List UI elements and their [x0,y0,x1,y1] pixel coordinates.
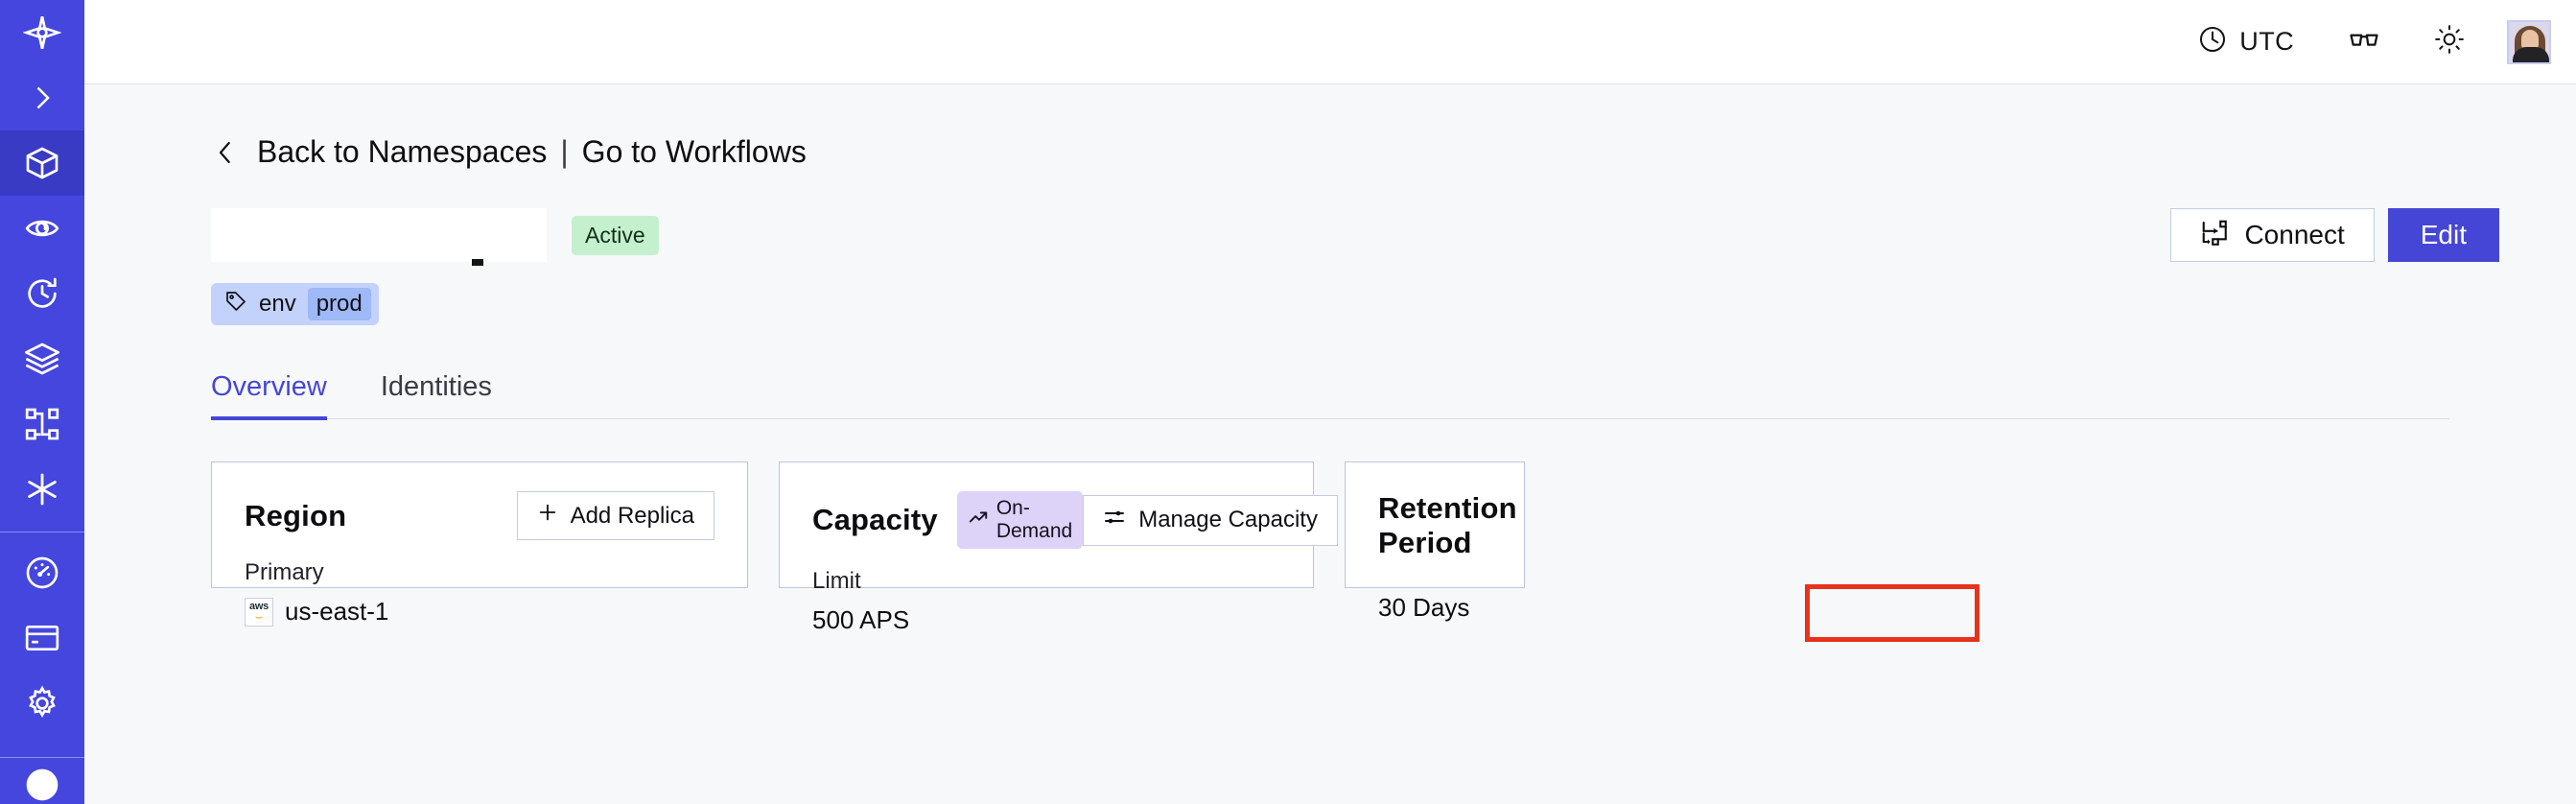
aws-logo-icon: aws ⌣ [245,597,273,627]
trending-up-icon [968,507,989,533]
tab-identities[interactable]: Identities [380,371,492,402]
sidebar-item-temporal-logo[interactable] [0,0,84,65]
aws-swoosh: ⌣ [254,608,264,624]
sidebar [0,0,84,804]
tag-value: prod [307,288,371,320]
card-capacity: Capacity On-Demand [779,461,1338,634]
manage-capacity-button[interactable]: Manage Capacity [1083,494,1338,546]
edit-button-label: Edit [2420,220,2467,249]
sidebar-item-namespaces[interactable] [0,130,84,196]
page-title-row: Active [211,208,2499,266]
aws-logo-text: aws [249,600,269,612]
clock-icon [2197,24,2228,59]
connect-button[interactable]: Connect [2170,208,2375,262]
go-to-workflows-link[interactable]: Go to Workflows [581,134,807,169]
avatar-body [2513,46,2549,62]
manage-capacity-label: Manage Capacity [1138,507,1318,532]
layers-stack-icon [23,340,61,378]
tabs: Overview Identities [211,371,2449,420]
card-region-value: us-east-1 [285,597,389,626]
sun-icon [2434,24,2465,59]
sliders-icon [1103,506,1126,535]
add-replica-button[interactable]: Add Replica [516,491,714,540]
credit-card-billing-icon [23,619,61,657]
sidebar-item-settings[interactable] [0,671,84,736]
temporal-logo-icon [23,13,61,52]
sidebar-item-workflows[interactable] [0,391,84,457]
tag-key: env [259,291,296,317]
back-to-namespaces-link[interactable]: Back to Namespaces [257,134,548,169]
sidebar-item-history[interactable] [0,261,84,326]
sidebar-item-integrations[interactable] [0,457,84,522]
title-actions: Connect Edit [2170,208,2499,262]
card-retention-period: Retention Period 30 Days [1345,461,1525,622]
card-capacity-title: Capacity [812,503,938,536]
namespace-tag[interactable]: env prod [211,283,379,325]
chevron-left-icon[interactable] [211,136,240,169]
reading-mode-button[interactable] [2321,23,2407,60]
breadcrumb-separator: | [560,134,569,169]
add-replica-label: Add Replica [570,502,694,529]
main-area: UTC [84,0,2576,804]
page-content: Back to Namespaces | Go to Workflows Act… [84,84,2576,804]
page-title [211,208,547,266]
status-badge: Active [572,215,659,255]
eye-observability-icon [23,209,61,248]
gear-settings-icon [23,684,61,722]
sidebar-item-help[interactable] [0,766,84,804]
edit-button[interactable]: Edit [2387,208,2499,262]
card-region-title: Region [245,498,347,532]
annotation-highlight-manage-capacity [1805,584,1979,642]
sidebar-item-expand[interactable] [0,65,84,130]
tab-overview[interactable]: Overview [211,371,327,420]
sidebar-item-usage[interactable] [0,540,84,605]
timezone-selector[interactable]: UTC [2170,24,2321,59]
breadcrumb: Back to Namespaces | Go to Workflows [211,134,2499,170]
history-clock-icon [23,274,61,313]
card-capacity-sublabel: Limit [812,568,861,594]
card-capacity-value: 500 APS [812,605,910,634]
card-region: Region Add Replica Primary [211,461,748,627]
sidebar-item-stacks[interactable] [0,326,84,391]
connect-icon [2200,218,2229,253]
sidebar-divider-bottom [0,757,84,758]
connect-button-label: Connect [2244,220,2345,249]
avatar[interactable] [2507,19,2551,64]
sidebar-item-observability[interactable] [0,196,84,261]
sidebar-item-billing[interactable] [0,605,84,671]
overview-cards: Region Add Replica Primary [211,461,2499,634]
help-circle-icon [23,766,61,804]
plus-icon [537,502,558,530]
card-retention-title: Retention Period [1378,491,1517,559]
capacity-mode-badge: On-Demand [956,491,1084,549]
card-region-head: Region Add Replica [245,491,714,540]
tag-icon [224,290,247,319]
card-region-value-row: aws ⌣ us-east-1 [245,597,714,627]
card-retention-head: Retention Period [1378,491,1517,560]
asterisk-icon [23,470,61,508]
card-capacity-head: Capacity On-Demand [812,491,1338,549]
timezone-label: UTC [2239,27,2294,56]
chevron-right-icon [25,81,59,115]
title-redaction-mark [472,259,483,266]
card-retention-value: 30 Days [1378,593,1470,622]
workflow-branch-icon [23,405,61,443]
namespaces-cube-icon [23,144,61,182]
capacity-mode-label: On-Demand [995,497,1073,542]
topbar: UTC [84,0,2576,84]
gauge-usage-icon [23,554,61,592]
glasses-icon [2348,23,2380,60]
theme-toggle-button[interactable] [2407,24,2492,59]
card-region-sublabel: Primary [245,559,324,585]
